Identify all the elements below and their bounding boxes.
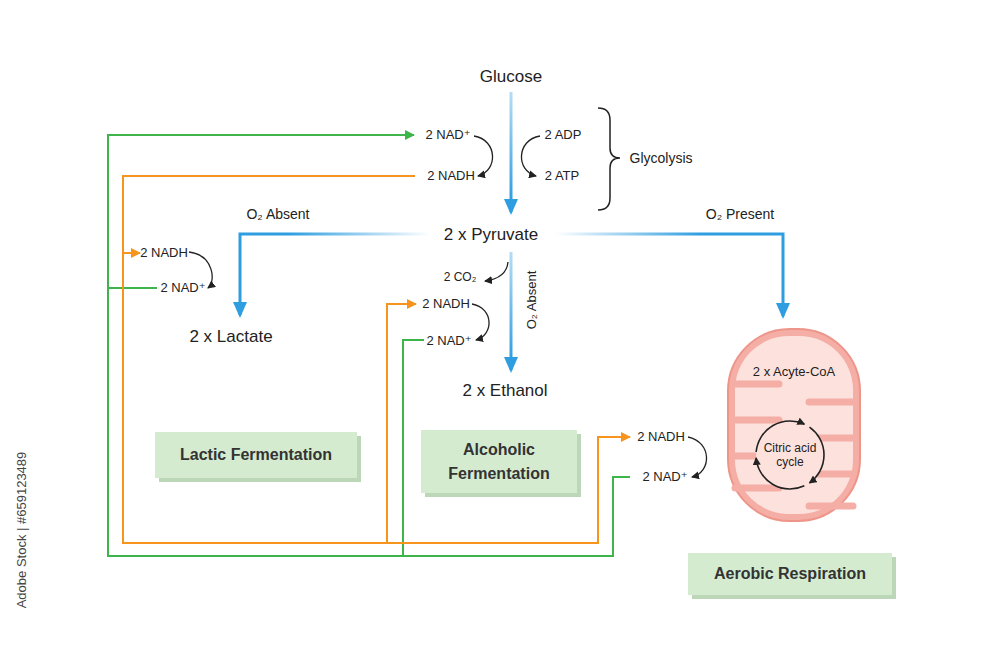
cofactor-label: 2 NADH xyxy=(427,169,475,184)
nadh-line xyxy=(123,252,140,254)
nad-return-line xyxy=(108,287,157,289)
crista xyxy=(735,381,779,388)
glycolysis-brace xyxy=(598,108,620,210)
condition-label: O₂ Absent xyxy=(246,206,309,222)
cycle-label: Citric acid cycle xyxy=(751,416,829,494)
pathway-arrow xyxy=(555,234,783,316)
metabolite-label: 2 x Lactate xyxy=(189,327,272,347)
cofactor-label: 2 NAD⁺ xyxy=(426,334,471,349)
conversion-arrow xyxy=(474,136,493,176)
cofactor-label: 2 ADP xyxy=(545,128,582,143)
cofactor-label: 2 NAD⁺ xyxy=(425,128,470,143)
conversion-arrow xyxy=(485,262,508,281)
citric-acid-cycle: Citric acid cycle xyxy=(751,416,829,494)
crista xyxy=(735,485,779,492)
conversion-arrow xyxy=(688,437,707,477)
cofactor-label: 2 NADH xyxy=(422,297,470,312)
crista xyxy=(809,399,853,406)
cofactor-label: 2 NADH xyxy=(637,430,685,445)
process-box: Alcoholic Fermentation xyxy=(421,430,577,493)
conversion-arrow xyxy=(472,304,489,340)
byproduct-label: 2 CO₂ xyxy=(444,271,477,285)
crista xyxy=(735,417,779,424)
box-label: Lactic Fermentation xyxy=(180,443,332,466)
nad-return-line xyxy=(108,135,630,556)
crista xyxy=(809,503,853,510)
metabolite-label: 2 x Acyte-CoA xyxy=(727,364,861,379)
stage-label: Glycolysis xyxy=(629,150,692,166)
nadh-line xyxy=(123,176,630,543)
cofactor-label: 2 NAD⁺ xyxy=(160,281,205,296)
box-label: Alcoholic Fermentation xyxy=(427,438,571,484)
inner-space xyxy=(735,336,853,514)
metabolite-label: 2 x Pyruvate xyxy=(444,225,539,245)
watermark: Adobe Stock | #659123489 xyxy=(15,452,30,609)
cycle-arrow xyxy=(810,427,824,483)
pathway-arrow xyxy=(510,252,513,370)
pathway-arrow xyxy=(240,234,430,315)
cofactor-label: 2 NAD⁺ xyxy=(642,470,687,485)
mitochondrion: 2 x Acyte-CoA Citric acid cycle xyxy=(727,328,861,522)
metabolite-label: Glucose xyxy=(480,67,542,87)
process-box: Lactic Fermentation xyxy=(155,432,357,478)
condition-label: O₂ Present xyxy=(706,206,774,222)
cofactor-label: 2 NADH xyxy=(140,246,188,261)
pathway-arrow xyxy=(510,92,513,212)
outer-membrane xyxy=(728,329,860,521)
nadh-line xyxy=(387,304,416,543)
condition-label: O₂ Absent xyxy=(525,271,540,330)
process-box: Aerobic Respiration xyxy=(688,553,892,595)
box-label: Aerobic Respiration xyxy=(714,562,866,585)
metabolite-label: 2 x Ethanol xyxy=(462,381,547,401)
conversion-arrow xyxy=(521,136,540,176)
cofactor-label: 2 ATP xyxy=(545,169,579,184)
